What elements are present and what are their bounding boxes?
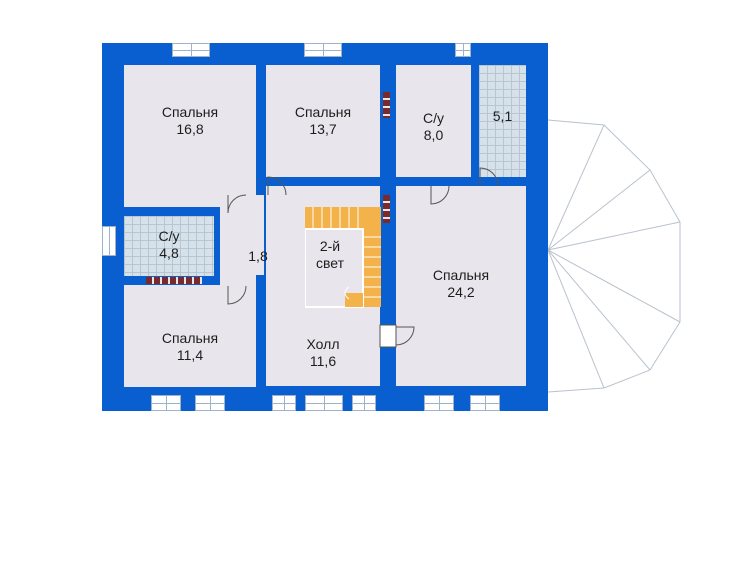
- room-bedroom-sw: [124, 285, 256, 387]
- room-name: Спальня: [294, 104, 352, 120]
- room-bedroom-n: [266, 65, 380, 177]
- partition-bath-bedroom: [146, 277, 202, 284]
- void-line-2: свет: [315, 255, 344, 271]
- label-corridor: 1,8: [220, 248, 296, 265]
- room-name: Спальня: [161, 330, 219, 346]
- window-bottom-6: [424, 395, 454, 411]
- label-bath-n: С/у 8,0: [396, 110, 471, 144]
- window-top-1: [172, 43, 210, 57]
- room-bedroom-nw: [124, 65, 256, 207]
- window-bottom-2: [195, 395, 225, 411]
- room-bedroom-e: [396, 186, 526, 386]
- window-bottom-5: [352, 395, 376, 411]
- label-bedroom-sw: Спальня 11,4: [124, 330, 256, 364]
- room-area: 1,8: [248, 248, 268, 264]
- window-bottom-7: [470, 395, 500, 411]
- room-shower: [479, 65, 526, 177]
- partition-bedroom-bath: [383, 92, 390, 118]
- room-name: Холл: [306, 336, 340, 352]
- partition-hall-bedroom: [383, 195, 390, 223]
- room-area: 5,1: [492, 108, 513, 124]
- label-bedroom-e: Спальня 24,2: [396, 267, 526, 301]
- void-line-1: 2-й: [319, 238, 341, 254]
- label-bath-w: С/у 4,8: [124, 228, 214, 262]
- room-area: 11,4: [176, 347, 204, 363]
- label-void: 2-й свет: [302, 238, 358, 272]
- label-shower: 5,1: [479, 108, 526, 125]
- window-bottom-3: [272, 395, 296, 411]
- room-bath-w: [124, 216, 214, 276]
- room-area: 4,8: [159, 245, 179, 261]
- room-bath-n: [396, 65, 471, 177]
- room-area: 11,6: [309, 353, 337, 369]
- label-bedroom-n: Спальня 13,7: [266, 104, 380, 138]
- room-name: Спальня: [161, 104, 219, 120]
- room-area: 8,0: [423, 127, 444, 143]
- window-bottom-4: [305, 395, 343, 411]
- window-left: [102, 226, 116, 256]
- window-bottom-1: [151, 395, 181, 411]
- room-name: Спальня: [432, 267, 490, 283]
- staircase: [305, 207, 381, 308]
- label-bedroom-nw: Спальня 16,8: [124, 104, 256, 138]
- room-corridor: [220, 195, 264, 275]
- room-name: С/у: [423, 110, 444, 126]
- window-top-3: [455, 43, 471, 57]
- label-hall: Холл 11,6: [266, 336, 380, 370]
- room-area: 13,7: [309, 121, 337, 137]
- room-corridor-link: [220, 275, 256, 290]
- room-name: С/у: [158, 228, 180, 244]
- room-area: 16,8: [176, 121, 204, 137]
- room-area: 24,2: [447, 284, 475, 300]
- window-top-2: [304, 43, 342, 57]
